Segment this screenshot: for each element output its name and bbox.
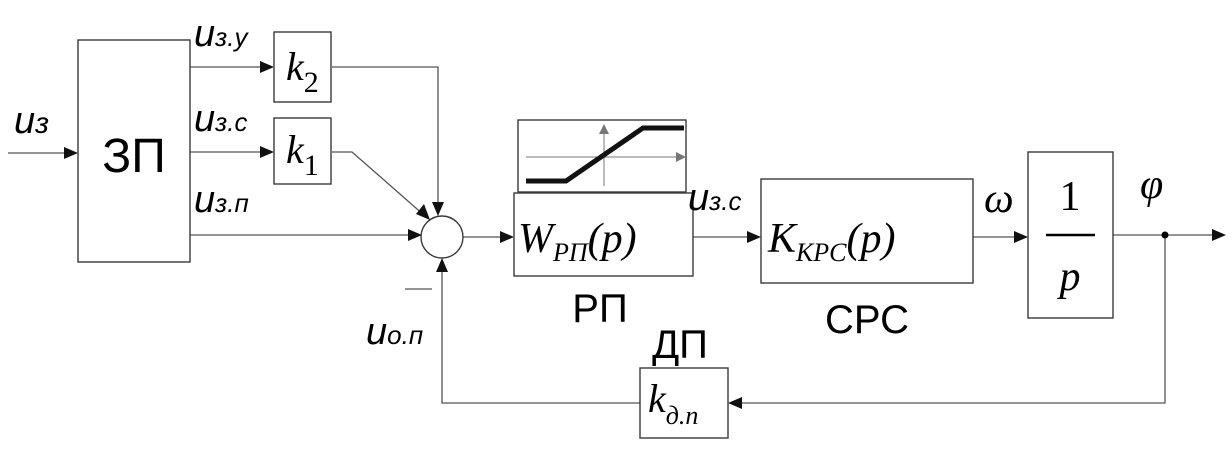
u-op-subscript: о.п (387, 320, 423, 350)
branch-point (1161, 231, 1169, 239)
w-rp-subscript: РП (552, 238, 590, 267)
arrowhead (1014, 231, 1028, 243)
k2-to-sum-line (332, 66, 439, 210)
u-z-label: uз (14, 100, 49, 142)
k-krc-base: K (767, 216, 798, 262)
arrowhead (64, 147, 78, 159)
u-zc-out-label: uз.с (688, 177, 741, 219)
k-krc-subscript: КРС (795, 238, 847, 267)
speed-control-system-block (760, 178, 974, 284)
u-zc-out-base: u (688, 177, 709, 219)
omega-label: ω (984, 176, 1014, 222)
u-zc-subscript: з.с (214, 107, 247, 137)
k1-to-sum-line (332, 151, 426, 217)
position-regulator-block (513, 192, 694, 277)
arrowheads (64, 61, 1226, 409)
k2-subscript: 2 (304, 66, 319, 99)
summing-junction (420, 215, 464, 259)
setpoint-block (77, 39, 191, 263)
plot-y-axis-arrow (599, 124, 609, 134)
k2-base: k (286, 44, 305, 89)
dp-caption: ДП (652, 323, 708, 367)
k2-label: k2 (286, 44, 319, 99)
u-op-label: uо.п (366, 311, 423, 353)
arrowhead (500, 231, 514, 243)
feedback-to-dp-line (734, 235, 1166, 404)
k-krc-argument: (p) (847, 216, 896, 262)
k1-base: k (286, 127, 305, 172)
u-zc-label: uз.с (194, 98, 247, 140)
arrowhead (260, 61, 274, 73)
k1-subscript: 1 (304, 149, 319, 182)
dp-to-sum-line (441, 265, 640, 404)
connection-lines (8, 66, 1218, 404)
arrowhead (436, 258, 448, 272)
kdn-subscript: д.п (666, 401, 699, 430)
w-rp-base: W (518, 216, 557, 262)
kdn-base: k (648, 376, 667, 421)
k1-block (273, 117, 332, 185)
saturation-curve (526, 125, 684, 184)
plot-x-axis-arrow (676, 152, 686, 162)
setpoint-block-label: ЗП (102, 130, 166, 183)
u-zy-base: u (194, 13, 215, 55)
arrowhead (432, 202, 444, 216)
u-zc-base: u (194, 98, 215, 140)
k2-block (273, 31, 332, 103)
w-rp-label: WРП(p) (518, 216, 637, 267)
arrowhead (416, 204, 430, 220)
position-sensor-block (639, 367, 729, 439)
arrowhead (747, 231, 761, 243)
rp-caption: РП (572, 287, 627, 331)
u-zp-base: u (194, 179, 215, 221)
u-z-subscript: з (34, 107, 49, 140)
crc-caption: СРС (825, 298, 909, 342)
w-rp-argument: (p) (588, 216, 637, 262)
arrowhead (408, 229, 422, 241)
integrator-denominator: p (1057, 254, 1081, 300)
u-z-base: u (14, 100, 35, 142)
u-zy-label: uз.у (194, 13, 249, 55)
u-zp-label: uз.п (194, 179, 249, 221)
arrowhead (1212, 229, 1226, 241)
arrowhead (728, 397, 742, 409)
arrowhead (260, 146, 274, 158)
k1-label: k1 (286, 127, 319, 182)
integrator-numerator: 1 (1060, 174, 1081, 220)
phi-label: φ (1140, 162, 1163, 208)
u-zy-subscript: з.у (214, 22, 249, 52)
kdn-label: kд.п (648, 376, 698, 430)
u-zc-out-subscript: з.с (708, 186, 741, 216)
u-op-base: u (366, 311, 387, 353)
k-krc-label: KКРС(p) (767, 216, 896, 267)
u-zp-subscript: з.п (214, 188, 249, 218)
